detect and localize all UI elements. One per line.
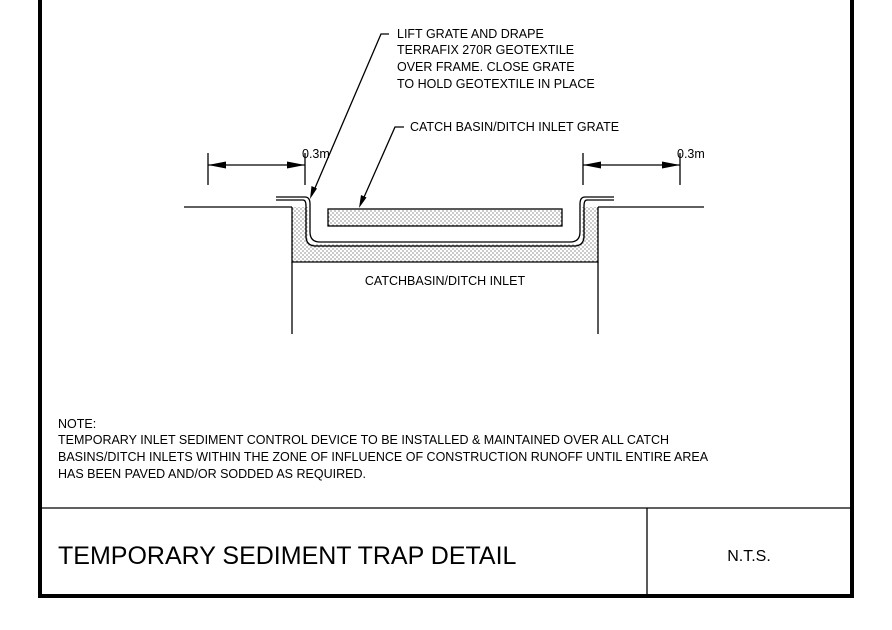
- dimension-right: [582, 153, 681, 185]
- geotextile-fabric: [276, 196, 614, 247]
- note-line: BASINS/DITCH INLETS WITHIN THE ZONE OF I…: [58, 450, 709, 464]
- svg-text:TERRAFIX 270R GEOTEXTILE: TERRAFIX 270R GEOTEXTILE: [397, 43, 574, 57]
- drawing-scale: N.T.S.: [727, 548, 771, 565]
- grate-leader: [359, 126, 404, 208]
- geotextile-leader: [310, 33, 389, 199]
- dimension-right-label: 0.3m: [677, 147, 705, 161]
- svg-text:TO HOLD GEOTEXTILE IN PLACE: TO HOLD GEOTEXTILE IN PLACE: [397, 77, 595, 91]
- svg-text:OVER FRAME. CLOSE GRATE: OVER FRAME. CLOSE GRATE: [397, 60, 575, 74]
- inlet-frame-stipple: [292, 207, 598, 262]
- title-block: [40, 507, 852, 596]
- svg-text:LIFT GRATE AND DRAPE: LIFT GRATE AND DRAPE: [397, 27, 544, 41]
- geotextile-callout: LIFT GRATE AND DRAPE TERRAFIX 270R GEOTE…: [397, 27, 595, 91]
- dimension-left: [207, 153, 306, 185]
- dimension-left-label: 0.3m: [302, 147, 330, 161]
- inlet-frame-outline: [291, 207, 599, 263]
- inlet-label: CATCHBASIN/DITCH INLET: [365, 274, 526, 288]
- drawing-border: [38, 0, 854, 598]
- inlet-frame-walls: [291, 207, 599, 334]
- note-line: HAS BEEN PAVED AND/OR SODDED AS REQUIRED…: [58, 467, 366, 481]
- note-heading: NOTE:: [58, 417, 96, 431]
- inlet-grate: [327, 208, 563, 227]
- note-line: TEMPORARY INLET SEDIMENT CONTROL DEVICE …: [58, 433, 669, 447]
- drawing-title: TEMPORARY SEDIMENT TRAP DETAIL: [58, 542, 517, 570]
- grate-callout: CATCH BASIN/DITCH INLET GRATE: [410, 120, 619, 134]
- general-note: NOTE: TEMPORARY INLET SEDIMENT CONTROL D…: [58, 417, 709, 481]
